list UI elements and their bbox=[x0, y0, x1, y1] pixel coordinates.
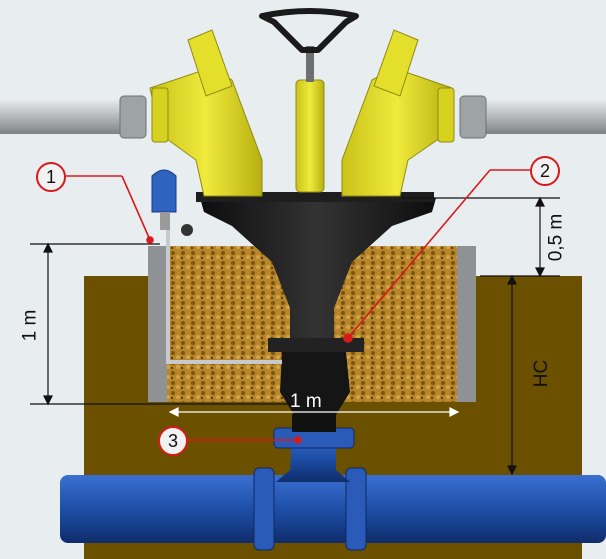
drain-tube bbox=[166, 230, 282, 364]
flange-right bbox=[437, 87, 455, 143]
dimension-label-left-height: 1 m bbox=[19, 309, 41, 342]
flange-left bbox=[151, 87, 169, 143]
air-valve-neck bbox=[160, 212, 170, 230]
coupling-left bbox=[119, 95, 147, 139]
nozzle-left bbox=[187, 29, 233, 97]
pipe-right bbox=[466, 100, 606, 134]
callout-3: 3 bbox=[158, 426, 188, 456]
spindle bbox=[295, 79, 325, 193]
dimension-lines bbox=[30, 196, 560, 476]
callout-leaders bbox=[66, 169, 530, 444]
pipe-left bbox=[0, 100, 140, 134]
top-flange bbox=[196, 192, 434, 202]
callout-2: 2 bbox=[530, 156, 560, 186]
handwheel bbox=[259, 8, 359, 53]
nozzle-right bbox=[373, 29, 419, 97]
hydrant-body bbox=[200, 198, 436, 356]
coupling-right bbox=[459, 95, 487, 139]
pit-wall-right bbox=[457, 246, 476, 402]
valve-housing bbox=[280, 352, 350, 418]
main-pipe bbox=[60, 475, 606, 543]
dimension-label-depth: HC bbox=[531, 359, 553, 388]
riser-pipe bbox=[292, 414, 336, 432]
spindle-rod bbox=[306, 46, 314, 82]
air-valve bbox=[151, 169, 177, 213]
pipe-collar-left bbox=[253, 467, 275, 551]
air-valve-knob bbox=[181, 224, 193, 236]
pipe-collar-right bbox=[345, 467, 367, 551]
dimension-label-offset: 0,5 m bbox=[545, 213, 567, 262]
callout-1: 1 bbox=[36, 162, 66, 192]
base-flange bbox=[268, 338, 364, 352]
dimension-label-width: 1 m bbox=[290, 391, 322, 412]
pit-wall-left bbox=[148, 246, 167, 402]
